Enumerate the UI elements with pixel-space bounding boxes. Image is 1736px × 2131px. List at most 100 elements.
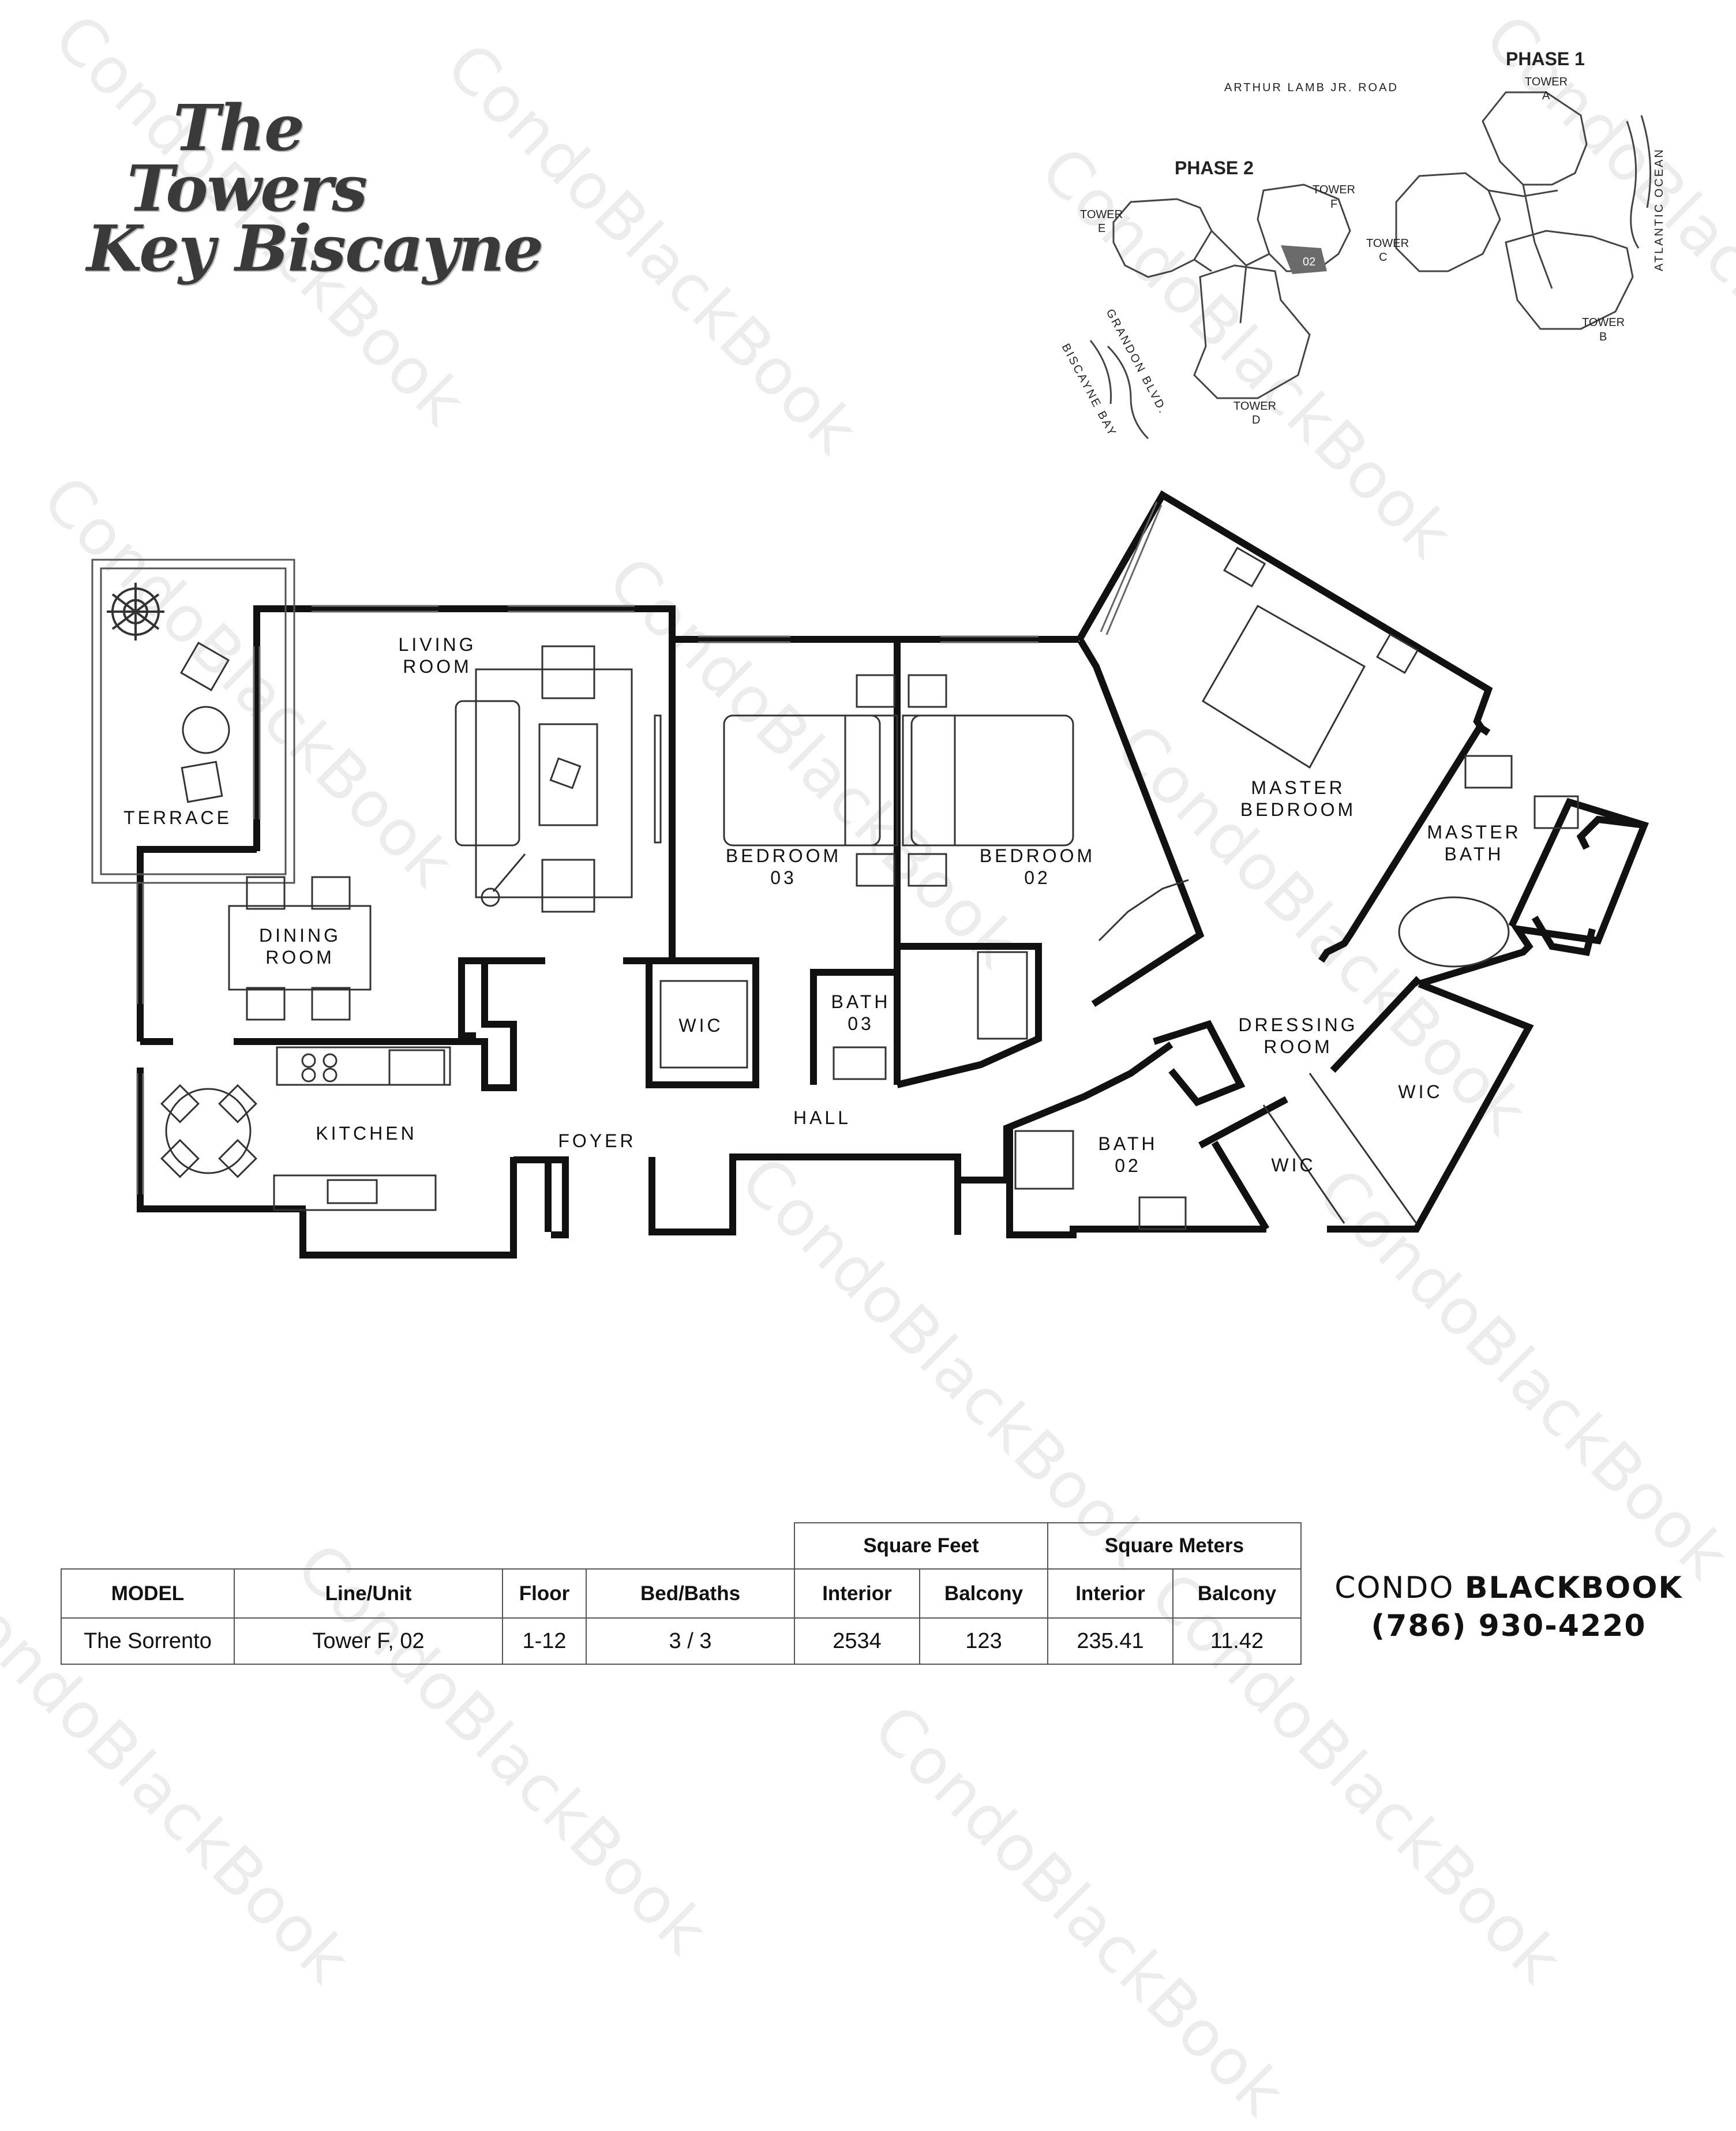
dressing-room-label-2: ROOM [1263, 1036, 1333, 1057]
square-feet-header: Square Feet [794, 1522, 1048, 1570]
col-line-unit: Line/Unit [234, 1568, 503, 1619]
wall-master-bedroom-north [1075, 490, 1493, 732]
dining-room-label-2: ROOM [265, 947, 335, 968]
tower-d-outline [1193, 264, 1311, 399]
col-sqm-balcony: Balcony [1172, 1568, 1302, 1619]
window-dining-west [136, 883, 144, 1004]
foyer-label: FOYER [558, 1130, 636, 1151]
window-living-north-1 [312, 605, 438, 613]
tower-d-label-2: D [1252, 414, 1260, 426]
tower-e-label-1: TOWER [1080, 208, 1123, 221]
bay-shoreline [1107, 345, 1149, 440]
brand-name-bold: BLACKBOOK [1464, 1571, 1683, 1605]
tower-a-outline [1482, 91, 1588, 186]
tower-a-label-1: TOWER [1525, 76, 1568, 88]
arthur-lamb-road-label: ARTHUR LAMB JR. ROAD [1224, 81, 1398, 94]
col-sqft-interior: Interior [794, 1568, 920, 1619]
living-room-label-2: ROOM [403, 656, 472, 677]
cell-sqm-balcony: 11.42 [1172, 1617, 1302, 1665]
tower-d-label-1: TOWER [1233, 400, 1276, 413]
wic-b-label: WIC [1271, 1155, 1315, 1175]
tower-c-label-1: TOWER [1366, 237, 1409, 250]
master-bedroom-label-2: BEDROOM [1240, 799, 1356, 820]
window-living-north-2 [508, 605, 635, 613]
wall-west-dining-kitchen [137, 846, 306, 1212]
kitchen-fixtures [160, 1046, 451, 1211]
tower-c-outline [1395, 172, 1501, 272]
cell-sqft-balcony: 123 [919, 1617, 1048, 1665]
cell-sqm-interior: 235.41 [1047, 1617, 1173, 1665]
window-bed3-north [698, 635, 790, 643]
phase1-core-lines [1488, 184, 1558, 289]
wall-west-living [253, 605, 1079, 851]
cell-floor: 1-12 [502, 1617, 587, 1665]
tower-f-outline [1257, 183, 1351, 272]
col-sqft-balcony: Balcony [919, 1568, 1048, 1619]
bedroom-furniture [659, 674, 1074, 1080]
tower-b-label-1: TOWER [1582, 316, 1625, 329]
kitchen-label: KITCHEN [316, 1123, 417, 1144]
phase1-label: PHASE 1 [1506, 48, 1585, 69]
tower-c-label-2: C [1379, 251, 1387, 264]
unit-spec-table: Square Feet Square Meters MODEL Line/Uni… [61, 1522, 1302, 1665]
bath-03-label-2: 03 [848, 1013, 874, 1034]
logo-line-3: Key Biscayne [87, 211, 543, 286]
terrace-outline [91, 559, 295, 884]
window-master-bedroom [1100, 501, 1163, 635]
ocean-shoreline-2 [1640, 115, 1652, 208]
wall-kitchen-north [140, 957, 517, 1091]
tower-b-label-2: B [1599, 331, 1607, 343]
tower-b-outline [1505, 230, 1634, 330]
wic-bed3-label: WIC [678, 1015, 723, 1036]
hall-label: HALL [793, 1107, 851, 1128]
bath-02-label-2: 02 [1115, 1155, 1141, 1176]
master-bedroom-label-1: MASTER [1251, 777, 1345, 798]
highlighted-unit-label: 02 [1303, 256, 1315, 268]
logo-line-1: The [173, 91, 305, 165]
phase2-core-lines [1194, 230, 1270, 324]
wall-wic-south [1211, 980, 1534, 1233]
wall-foyer-south [513, 1153, 961, 1235]
atlantic-ocean-label: ATLANTIC OCEAN [1653, 148, 1666, 271]
terrace-plant [107, 583, 164, 641]
watermark-text: CondoBlackBook [859, 1691, 1299, 2131]
col-sqm-interior: Interior [1047, 1568, 1173, 1619]
key-plan: PHASE 1 PHASE 2 ARTHUR LAMB JR. ROAD TOW… [1059, 48, 1666, 440]
terrace-label: TERRACE [123, 807, 232, 828]
bedroom-03-label-2: 03 [770, 867, 797, 888]
col-model: MODEL [61, 1568, 235, 1619]
brand-name-light: CONDO [1334, 1571, 1454, 1605]
master-bedroom-furniture [1014, 546, 1579, 1230]
dining-furniture [228, 876, 372, 1021]
wall-master-bath [1418, 797, 1649, 987]
wall-bath2-south [1006, 1128, 1266, 1238]
square-meters-header: Square Meters [1047, 1522, 1302, 1570]
tower-f-label-1: TOWER [1313, 183, 1355, 196]
dressing-room-label-1: DRESSING [1238, 1014, 1358, 1035]
terrace-inner [100, 567, 287, 875]
floor-plan: LIVING ROOM TERRACE DINING ROOM KITCHEN … [91, 490, 1649, 1259]
brand-name: CONDO BLACKBOOK [1318, 1571, 1699, 1605]
dining-room-label-1: DINING [259, 925, 341, 946]
brand-phone: (786) 930-4220 [1371, 1609, 1647, 1643]
condo-blackbook-brand: CONDO BLACKBOOK (786) 930-4220 [1318, 1571, 1699, 1643]
wall-foyer-closet [513, 1156, 569, 1238]
window-bed2-north [940, 635, 1038, 643]
cell-sqft-interior: 2534 [794, 1617, 920, 1665]
tower-a-label-2: A [1542, 89, 1550, 102]
tower-f-label-2: F [1330, 198, 1337, 211]
wic-a-label: WIC [1398, 1081, 1442, 1102]
bedroom-03-label-1: BEDROOM [726, 845, 841, 866]
wall-master-bedroom-west [1077, 638, 1205, 1008]
cell-bed-baths: 3 / 3 [586, 1617, 795, 1665]
phase2-label: PHASE 2 [1175, 158, 1254, 178]
col-bed-baths: Bed/Baths [586, 1568, 795, 1619]
wall-bath3 [810, 969, 1042, 1088]
tower-e-label-2: E [1098, 222, 1105, 235]
bath-02-label-1: BATH [1098, 1133, 1158, 1154]
highlighted-unit-tower-f-02 [1281, 245, 1327, 274]
window-kitchen-west [136, 1073, 144, 1194]
window-terrace [253, 646, 261, 819]
living-room-label-1: LIVING [399, 634, 477, 655]
bedroom-02-label-2: 02 [1024, 867, 1051, 888]
